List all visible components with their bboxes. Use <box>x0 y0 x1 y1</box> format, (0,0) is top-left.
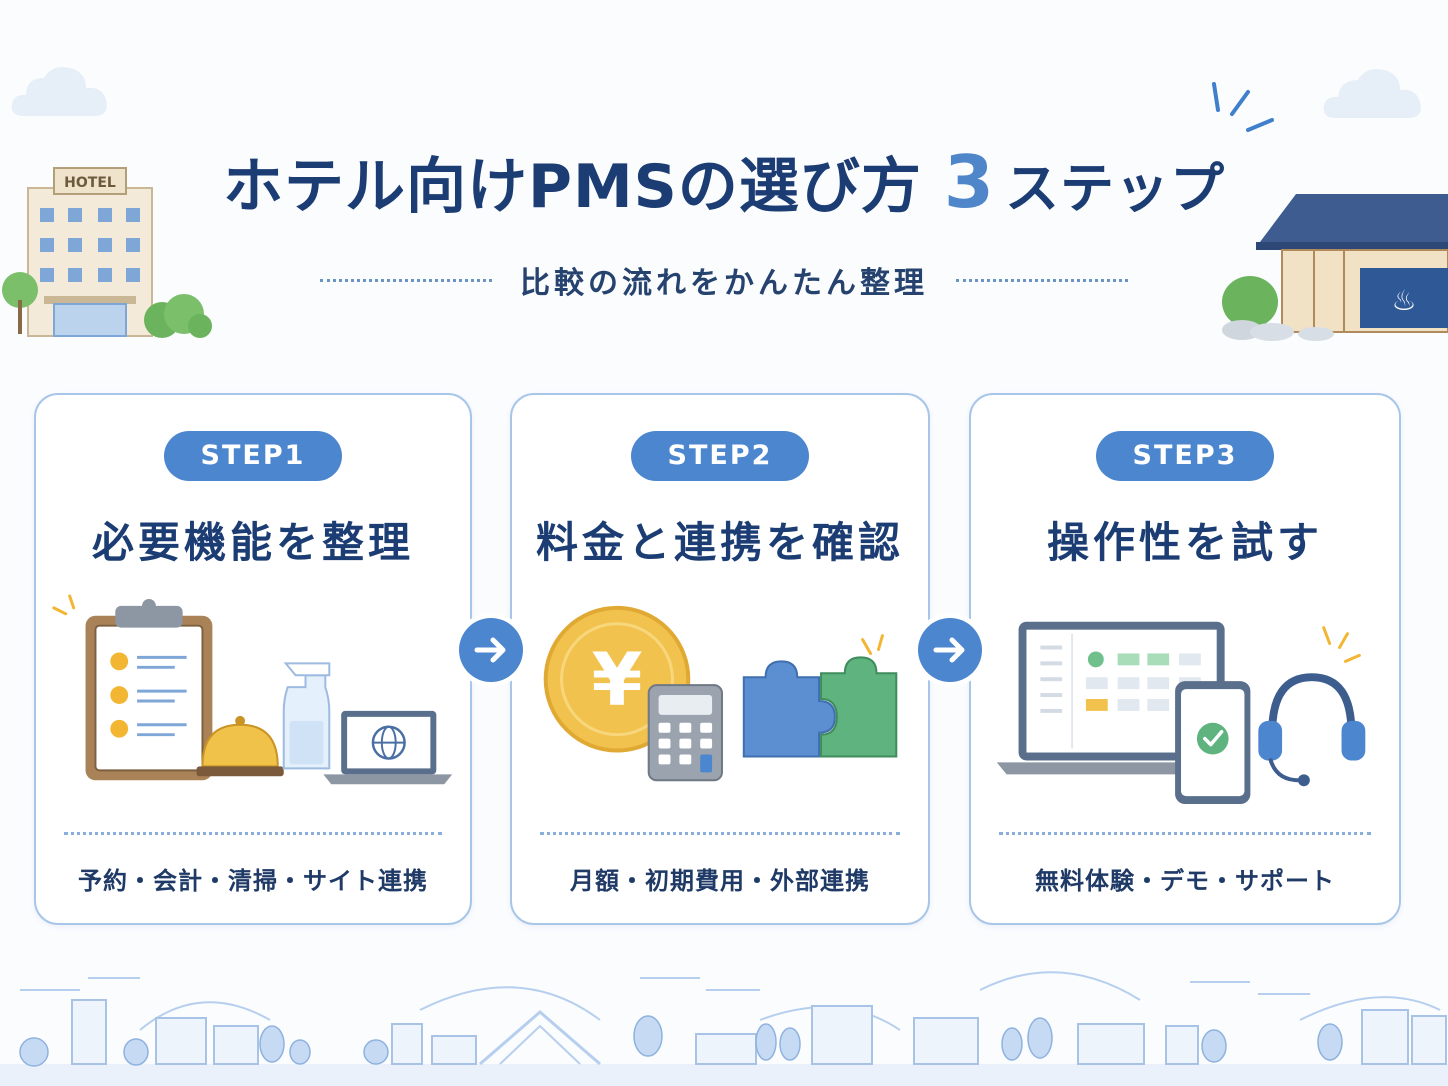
title-suffix: ステップ <box>1005 157 1225 220</box>
smartphone-check-icon <box>1175 681 1251 805</box>
step-title: 料金と連携を確認 <box>535 518 904 567</box>
dotted-divider <box>540 832 900 835</box>
city-skyline-illustration <box>0 971 1448 1086</box>
subtitle: 比較の流れをかんたん整理 <box>520 266 928 301</box>
arrow-right-icon <box>918 618 982 682</box>
svg-text:♨: ♨ <box>1391 284 1416 317</box>
step-description: 予約・会計・清掃・サイト連携 <box>78 867 428 895</box>
cloud-icon <box>11 67 107 116</box>
step-description: 月額・初期費用・外部連携 <box>570 867 870 895</box>
sparkle-icon <box>1212 82 1274 132</box>
laptop-globe-icon <box>323 710 453 785</box>
dotted-divider <box>320 278 492 282</box>
dotted-divider <box>999 832 1371 835</box>
laptop-dashboard-icon <box>996 621 1245 775</box>
step-badge: STEP2 <box>631 431 809 481</box>
title-number: 3 <box>943 140 995 224</box>
svg-text:HOTEL: HOTEL <box>64 175 116 191</box>
dotted-divider <box>956 278 1128 282</box>
cloud-icon <box>1323 69 1421 118</box>
svg-text:¥: ¥ <box>591 638 642 723</box>
dotted-divider <box>64 832 442 835</box>
hotel-building-icon: HOTEL <box>2 167 212 338</box>
title-main: ホテル向けPMSの選び方 <box>222 152 922 222</box>
step-title: 必要機能を整理 <box>91 518 414 567</box>
japanese-inn-icon: ♨ <box>1222 194 1448 341</box>
step-card-2: STEP2 料金と連携を確認 ¥ <box>510 393 930 925</box>
step-badge: STEP3 <box>1096 431 1274 481</box>
arrow-right-icon <box>459 618 523 682</box>
step-description: 無料体験・デモ・サポート <box>1035 867 1335 895</box>
service-bell-icon <box>196 715 284 777</box>
step-illustration <box>52 594 453 785</box>
step-illustration <box>996 621 1366 805</box>
puzzle-pieces-icon <box>742 634 898 758</box>
step-title: 操作性を試す <box>1046 518 1323 567</box>
subtitle-row: 比較の流れをかんたん整理 <box>0 258 1448 302</box>
clipboard-checklist-icon <box>52 594 213 781</box>
step-card-1: STEP1 必要機能を整理 <box>34 393 472 925</box>
calculator-icon <box>647 684 723 782</box>
step-illustration: ¥ <box>543 605 898 782</box>
step-badge: STEP1 <box>164 431 342 481</box>
step-card-3: STEP3 操作性を試す <box>969 393 1401 925</box>
headset-icon <box>1258 626 1366 787</box>
spray-bottle-icon <box>282 662 331 770</box>
